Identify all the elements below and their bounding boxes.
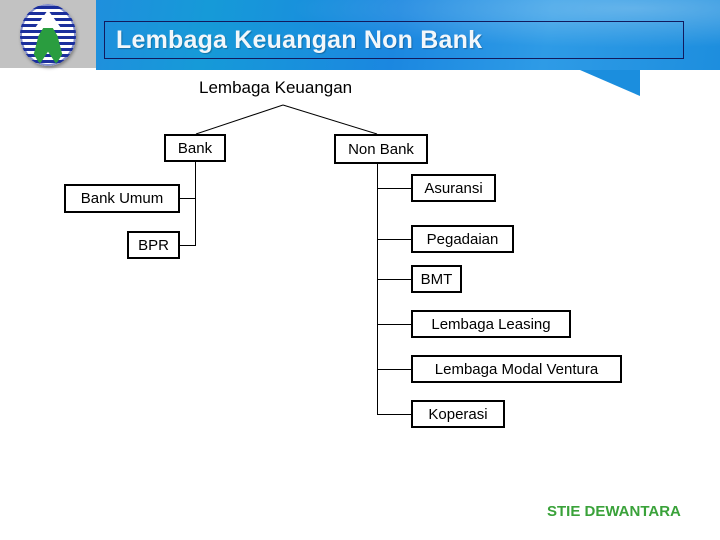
non-bank-branch-line-1 — [377, 188, 411, 189]
node-bmt[interactable]: BMT — [411, 265, 462, 293]
non-bank-branch-line-3 — [377, 279, 411, 280]
node-bank[interactable]: Bank — [164, 134, 226, 162]
non-bank-branch-line-4 — [377, 324, 411, 325]
non-bank-branch-line-6 — [377, 414, 411, 415]
page-title: Lembaga Keuangan Non Bank — [116, 26, 483, 54]
non-bank-branch-line-2 — [377, 239, 411, 240]
bank-branch-line-2 — [180, 245, 196, 246]
node-bpr[interactable]: BPR — [127, 231, 180, 259]
node-bank-umum[interactable]: Bank Umum — [64, 184, 180, 213]
title-box — [104, 21, 684, 59]
node-non-bank[interactable]: Non Bank — [334, 134, 428, 164]
bank-branch-line-1 — [180, 198, 196, 199]
non-bank-trunk-line — [377, 164, 378, 415]
node-pegadaian[interactable]: Pegadaian — [411, 225, 514, 253]
node-asuransi[interactable]: Asuransi — [411, 174, 496, 202]
diagram-root-label: Lembaga Keuangan — [199, 78, 353, 97]
node-lembaga-leasing[interactable]: Lembaga Leasing — [411, 310, 571, 338]
node-lembaga-modal-ventura[interactable]: Lembaga Modal Ventura — [411, 355, 622, 383]
logo-panel — [0, 0, 96, 68]
node-koperasi[interactable]: Koperasi — [411, 400, 505, 428]
bank-trunk-line — [195, 162, 196, 246]
non-bank-branch-line-5 — [377, 369, 411, 370]
footer-brand: STIE DEWANTARA — [547, 503, 681, 520]
institution-emblem-icon — [20, 4, 76, 66]
